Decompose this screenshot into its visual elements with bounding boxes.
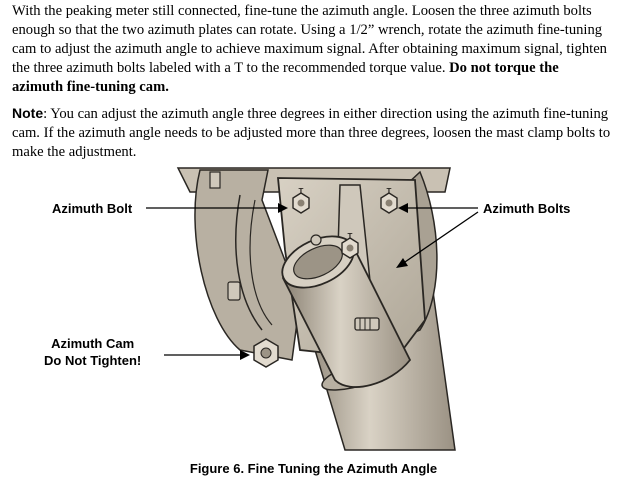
arrow-azimuth-bolts-lower: [396, 211, 479, 268]
instruction-paragraph: With the peaking meter still connected, …: [12, 2, 612, 97]
instruction-text: With the peaking meter still connected, …: [12, 3, 607, 76]
azimuth-bolt-middle: [341, 237, 359, 259]
callout-azimuth-bolt: Azimuth Bolt: [52, 201, 133, 216]
bolt-marking-middle: T: [348, 232, 353, 241]
bolt-marking-left: T: [299, 187, 304, 196]
arrow-azimuth-bolts-upper: [398, 203, 478, 213]
note-text: : You can adjust the azimuth angle three…: [12, 106, 611, 160]
note-label: Note: [12, 105, 44, 121]
arrow-azimuth-bolt: [146, 203, 288, 213]
warning-text: Do not torque the azimuth fine-tuning ca…: [12, 60, 559, 95]
mast-clamp-bolt: [354, 317, 380, 331]
callout-cam-line2: Do Not Tighten!: [44, 353, 142, 368]
azimuth-bolt-right: [380, 192, 398, 214]
top-bolt: [209, 171, 221, 189]
callout-cam-line1: Azimuth Cam: [51, 336, 135, 351]
side-bolt: [227, 281, 241, 301]
bolt-marking-right: T: [387, 187, 392, 196]
azimuth-bolt-left: [292, 192, 310, 214]
callout-azimuth-cam: Azimuth Cam Do Not Tighten!: [44, 335, 141, 369]
figure-caption: Figure 6. Fine Tuning the Azimuth Angle: [189, 461, 438, 476]
plate-rivet: [310, 234, 322, 246]
left-bracket: [194, 169, 301, 361]
note-paragraph: Note: You can adjust the azimuth angle t…: [12, 104, 612, 162]
arrow-azimuth-cam: [164, 350, 250, 360]
azimuth-cam: [253, 338, 279, 368]
callout-azimuth-bolts: Azimuth Bolts: [483, 201, 571, 216]
